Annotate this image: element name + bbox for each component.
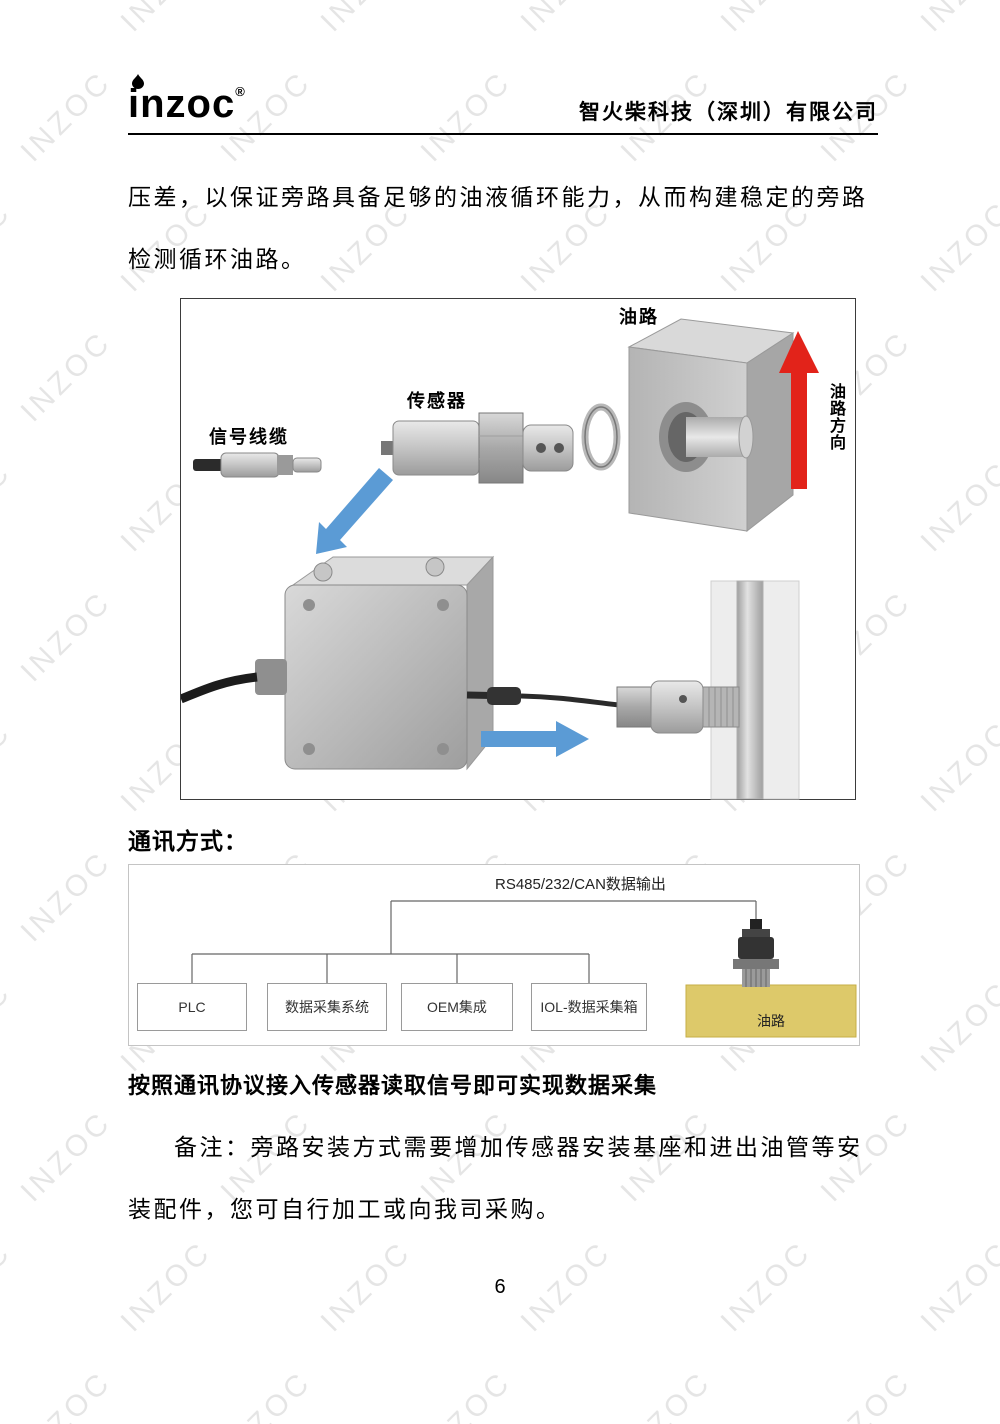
watermark-text: INZOC — [14, 1104, 119, 1209]
oil-block-yellow — [685, 984, 857, 1038]
label-sensor: 传感器 — [407, 391, 467, 411]
watermark-text: INZOC — [14, 324, 119, 429]
watermark-text: INZOC — [14, 1364, 119, 1424]
protocol-note: 按照通讯协议接入传感器读取信号即可实现数据采集 — [128, 1073, 658, 1098]
bus-lines — [191, 900, 757, 983]
remark-line: 装配件，您可自行加工或向我司采购。 — [128, 1196, 562, 1222]
signal-cable-3d — [193, 452, 322, 478]
watermark-text: INZOC — [914, 454, 1000, 559]
label-oil-path-fig2: 油路 — [757, 1013, 785, 1029]
sensor-3d — [381, 412, 574, 484]
assembly-arrow-icon — [316, 468, 393, 554]
watermark-text: INZOC — [915, 0, 1000, 39]
oil-block-3d — [627, 318, 795, 533]
registered-mark: ® — [235, 84, 245, 99]
logo-text: inzoc — [128, 82, 236, 126]
watermark-text: INZOC — [0, 454, 19, 559]
label-oil-direction: 油路方向 — [827, 383, 844, 451]
mounted-sensor-3d — [616, 680, 740, 734]
watermark-text: INZOC — [515, 0, 619, 39]
assembly-arrow-icon — [481, 721, 589, 757]
watermark-text: INZOC — [115, 0, 219, 39]
label-signal-cable: 信号线缆 — [209, 427, 289, 447]
watermark-text: INZOC — [814, 1364, 919, 1424]
page-number: 6 — [494, 1276, 506, 1298]
remark-line: 备注：旁路安装方式需要增加传感器安装基座和进出油管等安 — [174, 1134, 863, 1160]
communication-diagram — [191, 900, 857, 1038]
watermark-text: INZOC — [715, 0, 819, 39]
watermark-text: INZOC — [14, 64, 119, 169]
node-oem: OEM集成 — [401, 983, 513, 1031]
watermark-text: INZOC — [0, 714, 19, 819]
installation-diagram — [181, 318, 819, 800]
communication-figure: RS485/232/CAN数据输出 PLC 数据采集系统 OEM集成 IOL-数… — [128, 864, 860, 1046]
watermark-text: INZOC — [414, 1364, 519, 1424]
flame-icon — [132, 74, 144, 89]
fig2-sensor-icon — [733, 919, 779, 987]
watermark-text: INZOC — [0, 194, 19, 299]
watermark-text: INZOC — [914, 974, 1000, 1079]
header-rule — [128, 133, 878, 135]
watermark-text: INZOC — [914, 194, 1000, 299]
node-iol-box: IOL-数据采集箱 — [531, 983, 647, 1031]
inzoc-logo: inzoc® — [128, 74, 245, 130]
paragraph-line: 压差，以保证旁路具备足够的油液循环能力，从而构建稳定的旁路 — [128, 184, 868, 210]
installation-figure: 油路 传感器 信号线缆 油路方向 — [180, 298, 856, 800]
watermark-text: INZOC — [914, 714, 1000, 819]
watermark-text: INZOC — [0, 0, 19, 39]
watermark-text: INZOC — [14, 584, 119, 689]
label-oil-path: 油路 — [619, 307, 659, 327]
node-plc: PLC — [137, 983, 247, 1031]
comm-heading: 通讯方式： — [128, 828, 248, 854]
bus-label: RS485/232/CAN数据输出 — [495, 876, 666, 893]
oil-direction-arrow — [779, 331, 819, 489]
watermark-text: INZOC — [14, 844, 119, 949]
watermark-text: INZOC — [214, 1364, 319, 1424]
watermark-text: INZOC — [0, 974, 19, 1079]
watermark-text: INZOC — [614, 1364, 719, 1424]
washer-ring-3d — [581, 403, 621, 471]
paragraph-line: 检测循环油路。 — [128, 246, 307, 272]
junction-box-3d — [181, 555, 495, 771]
node-daq-system: 数据采集系统 — [267, 983, 387, 1031]
watermark-text: INZOC — [315, 0, 419, 39]
company-name: 智火柴科技（深圳）有限公司 — [579, 101, 878, 124]
sensor-cable-3d — [466, 687, 620, 708]
